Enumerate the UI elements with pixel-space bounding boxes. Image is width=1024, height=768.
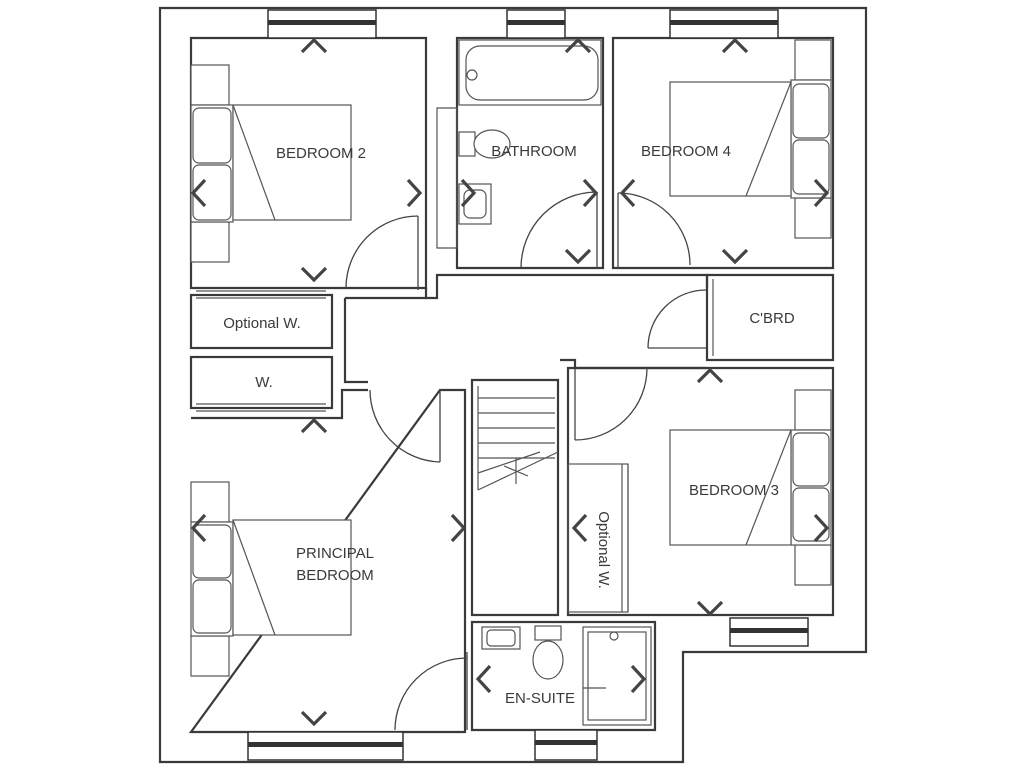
window-principal-bedroom: [247, 731, 404, 761]
arrow-right-icon: [813, 513, 830, 543]
principal-bedroom-room: [188, 388, 468, 761]
arrow-up-icon: [564, 37, 592, 54]
window-bedroom-4: [669, 9, 779, 39]
bed-bedroom-2: [190, 64, 352, 263]
arrow-left-icon: [190, 178, 207, 208]
arrow-left-icon: [190, 513, 207, 543]
label-optional-wardrobe-side: Optional W.: [595, 511, 612, 589]
bedroom-4-room: [611, 9, 835, 270]
arrow-up-icon: [696, 367, 724, 384]
staircase: [470, 378, 560, 617]
window-bedroom-2: [267, 9, 377, 39]
arrow-down-icon: [564, 248, 592, 265]
toilet-en-suite: [532, 625, 564, 680]
door-en-suite: [394, 652, 468, 731]
door-bedroom-3: [574, 367, 648, 441]
bathroom-room: [436, 9, 605, 270]
arrow-down-icon: [696, 600, 724, 617]
label-bathroom: BATHROOM: [491, 143, 577, 160]
directional-arrows: [190, 37, 830, 727]
door-bedroom-4: [617, 192, 691, 268]
arrow-down-icon: [721, 248, 749, 265]
arrow-left-icon: [475, 664, 492, 694]
label-bedroom-4: BEDROOM 4: [641, 143, 731, 160]
bathtub: [458, 39, 602, 106]
window-bathroom: [506, 9, 566, 39]
bed-principal-bedroom: [190, 481, 352, 677]
label-bedroom-3: BEDROOM 3: [689, 482, 779, 499]
door-bedroom-2: [345, 215, 419, 290]
outer-wall: [158, 6, 868, 764]
bedroom-2-room: [189, 9, 428, 290]
toilet-bathroom: [458, 129, 511, 159]
door-principal-bedroom: [369, 389, 441, 463]
room-labels: BEDROOM 2 BATHROOM BEDROOM 4 Optional W.…: [223, 143, 795, 707]
door-cupboard: [647, 289, 707, 349]
arrow-left-icon: [619, 178, 636, 208]
label-principal-bedroom-2: BEDROOM: [296, 567, 374, 584]
wardrobe-room: [189, 355, 334, 412]
optional-wardrobe-top: [189, 290, 334, 350]
label-bedroom-2: BEDROOM 2: [276, 145, 366, 162]
label-en-suite: EN-SUITE: [505, 690, 575, 707]
shower-en-suite: [582, 626, 652, 726]
arrow-up-icon: [300, 417, 328, 434]
arrow-right-icon: [582, 178, 599, 208]
arrow-right-icon: [450, 513, 467, 543]
door-bathroom: [520, 191, 598, 269]
arrow-down-icon: [300, 266, 328, 283]
landing-walls: [343, 273, 709, 384]
arrow-up-icon: [300, 37, 328, 54]
arrow-down-icon: [300, 710, 328, 727]
label-wardrobe: W.: [255, 374, 273, 391]
basin-en-suite: [481, 626, 521, 650]
arrow-right-icon: [406, 178, 423, 208]
window-en-suite: [534, 729, 598, 761]
bed-bedroom-4: [669, 39, 832, 239]
label-optional-wardrobe-top: Optional W.: [223, 315, 301, 332]
window-bedroom-3: [729, 617, 809, 647]
arrow-up-icon: [721, 37, 749, 54]
en-suite-room: [470, 620, 657, 761]
optional-wardrobe-side-unit: [567, 463, 629, 613]
arrow-right-icon: [813, 178, 830, 208]
cupboard-room: [647, 273, 835, 362]
arrow-left-icon: [571, 513, 588, 543]
label-principal-bedroom-1: PRINCIPAL: [296, 545, 374, 562]
arrow-right-icon: [460, 178, 477, 208]
label-cupboard: C'BRD: [749, 310, 795, 327]
arrow-right-icon: [630, 664, 647, 694]
